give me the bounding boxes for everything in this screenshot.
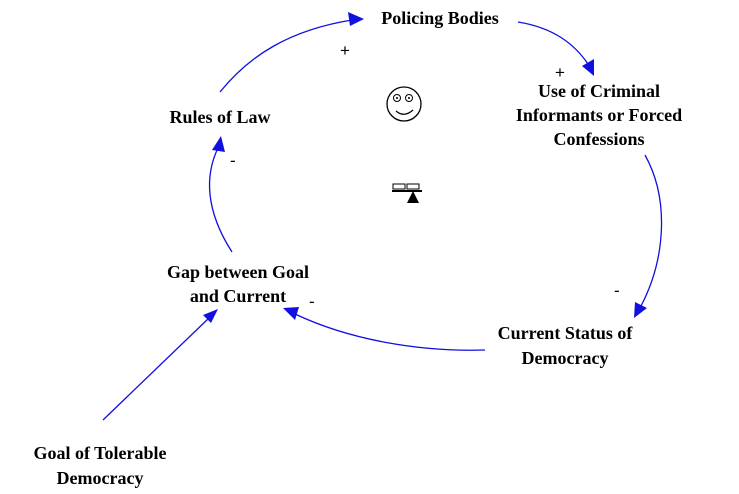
node-line: Informants or Forced bbox=[516, 105, 682, 125]
edge-status-to-gap: - bbox=[283, 292, 486, 351]
node-line: Gap between Goal bbox=[167, 262, 309, 282]
smiley-icon bbox=[386, 86, 422, 122]
node-rules-of-law: Rules of Law bbox=[169, 107, 270, 127]
polarity-rules-to-policing: + bbox=[340, 41, 350, 60]
polarity-policing-to-use: + bbox=[555, 63, 565, 82]
node-line: Current Status of bbox=[498, 323, 634, 343]
edge-goal-to-gap bbox=[102, 309, 218, 421]
node-line: Democracy bbox=[522, 348, 609, 368]
polarity-status-to-gap: - bbox=[309, 292, 315, 311]
clipped-left-text bbox=[0, 95, 12, 185]
node-line: Goal of Tolerable bbox=[33, 443, 166, 463]
polarity-use-to-status: - bbox=[614, 281, 620, 300]
edge-gap-to-rules: - bbox=[208, 136, 236, 253]
balance-icon bbox=[392, 183, 422, 203]
node-line: Democracy bbox=[57, 468, 144, 488]
node-policing-bodies: Policing Bodies bbox=[381, 8, 499, 28]
polarity-gap-to-rules: - bbox=[230, 151, 236, 170]
edge-policing-to-use: + bbox=[517, 21, 594, 82]
node-line: and Current bbox=[190, 286, 286, 306]
node-gap-between-goal-and-current: Gap between Goal and Current bbox=[167, 262, 309, 306]
edge-use-to-status: - bbox=[614, 154, 663, 318]
node-current-status-of-democracy: Current Status of Democracy bbox=[498, 323, 634, 368]
node-use-of-criminal-informants: Use of Criminal Informants or Forced Con… bbox=[516, 81, 682, 149]
edge-rules-to-policing: + bbox=[219, 12, 364, 93]
node-line: Confessions bbox=[553, 129, 644, 149]
node-line: Use of Criminal bbox=[538, 81, 660, 101]
node-goal-of-tolerable-democracy: Goal of Tolerable Democracy bbox=[33, 443, 166, 488]
